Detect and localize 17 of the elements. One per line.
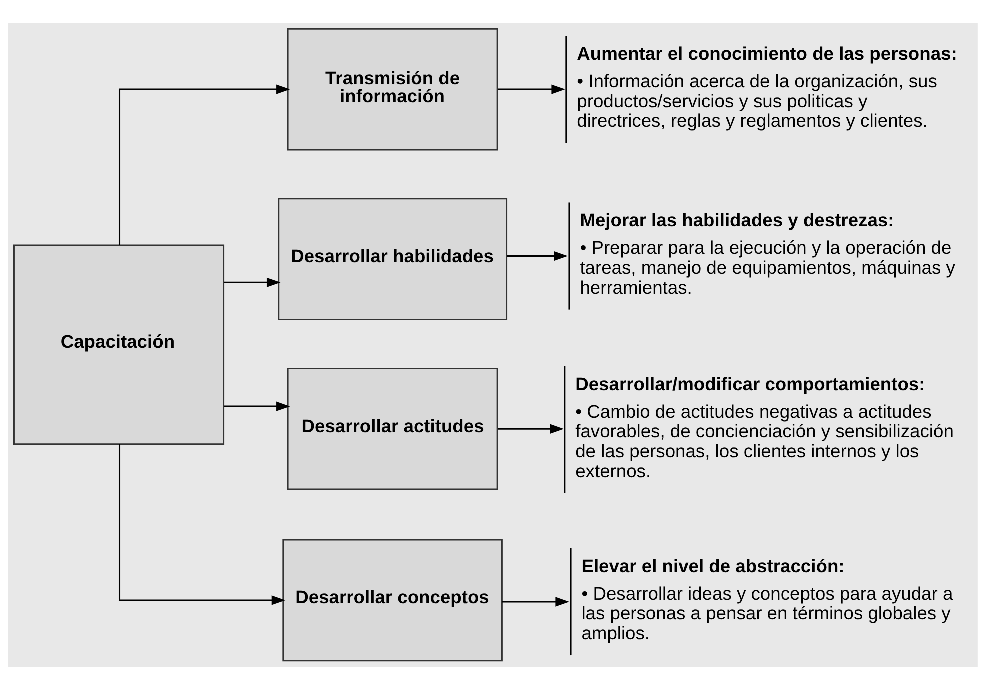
node-text: Desarrollar/modificar comportamientos: • Cambio de actitudes negativas a actitudes favorables, de concienciación y sensibilización de las personas, los clientes internos y los externos. bbox=[576, 373, 954, 482]
arrow bbox=[224, 402, 290, 412]
arrow bbox=[224, 278, 281, 288]
arrow bbox=[498, 424, 564, 434]
arrow bbox=[498, 84, 566, 94]
node-box: Transmisión de información bbox=[287, 28, 498, 151]
arrow bbox=[119, 444, 286, 606]
node-box: Desarrollar conceptos bbox=[282, 539, 503, 662]
node-text: Elevar el nivel de abstracción: • Desarrollar ideas y conceptos para ayudar a las personas a pensar en términos globales y amplios. bbox=[582, 555, 954, 644]
arrow bbox=[502, 597, 570, 607]
node-text: Aumentar el conocimiento de las personas: • Información acerca de la organización, sus productos/servicios y sus politicas y directrices, reglas y reglamentos y clientes. bbox=[577, 42, 958, 132]
node-text: Mejorar las habilidades y destrezas: • Preparar para la ejecución y la operación de tareas, manejo de equipamientos, máquinas y herramientas. bbox=[580, 210, 956, 298]
node-box: Desarrollar actitudes bbox=[287, 368, 498, 490]
arrow bbox=[507, 251, 568, 262]
node-box: Desarrollar habilidades bbox=[278, 198, 508, 321]
node-box: Capacitación bbox=[13, 244, 225, 446]
arrow bbox=[119, 84, 290, 246]
